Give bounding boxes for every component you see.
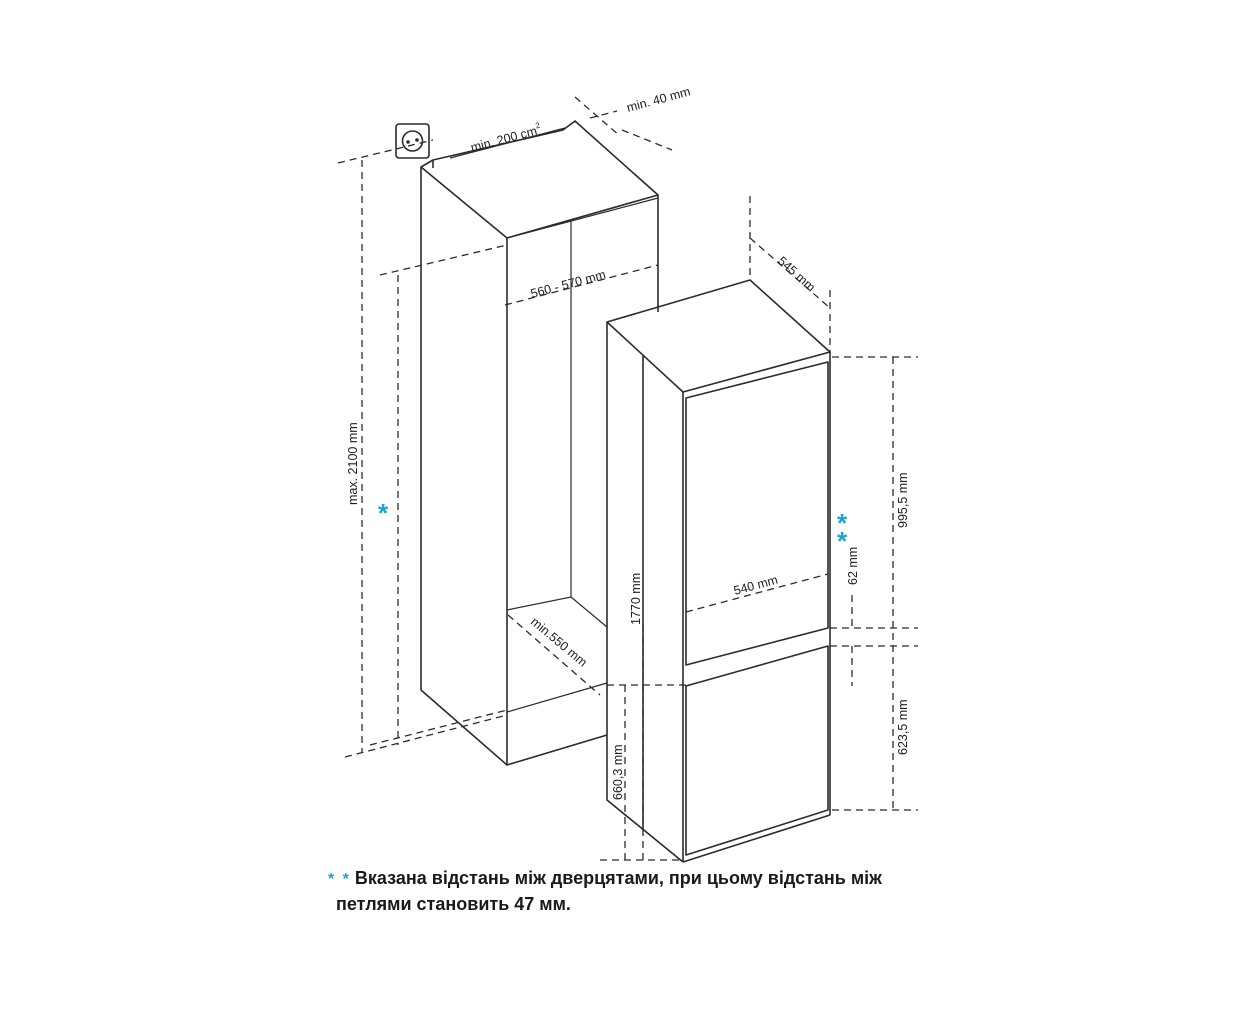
footnote-asterisks: * *: [328, 871, 351, 888]
label-62: 62 mm: [846, 547, 860, 585]
label-min-40: min. 40 mm: [625, 84, 692, 114]
footnote-line-1: Вказана відстань між дверцятами, при цьо…: [354, 868, 882, 888]
asterisk-markers: * * *: [378, 498, 848, 556]
footnote: * *Вказана відстань між дверцятами, при …: [328, 866, 928, 916]
label-623: 623,5 mm: [896, 699, 910, 755]
dimension-lines: [337, 96, 918, 861]
power-outlet-icon: [395, 123, 430, 159]
single-asterisk-marker: *: [378, 498, 389, 528]
dimension-labels: min. 40 mm min. 200 cm2 560 - 570 mm 545…: [346, 84, 910, 800]
footnote-line-2: петлями становить 47 мм.: [336, 894, 571, 914]
label-max-2100: max. 2100 mm: [346, 422, 360, 505]
label-995: 995,5 mm: [896, 472, 910, 528]
label-min-550: min.550 mm: [528, 615, 590, 670]
double-asterisk-marker-top: *: [837, 508, 848, 538]
label-660: 660,3 mm: [611, 744, 625, 800]
fridge-outline: [606, 279, 831, 863]
label-1770: 1770 mm: [629, 573, 643, 625]
label-560-570: 560 - 570 mm: [529, 267, 607, 300]
label-min-200: min. 200 cm2: [469, 121, 544, 155]
cabinet-outline: [420, 120, 659, 766]
double-asterisk-marker-bottom: *: [837, 526, 848, 556]
label-540: 540 mm: [732, 573, 779, 598]
label-545: 545 mm: [775, 254, 818, 295]
